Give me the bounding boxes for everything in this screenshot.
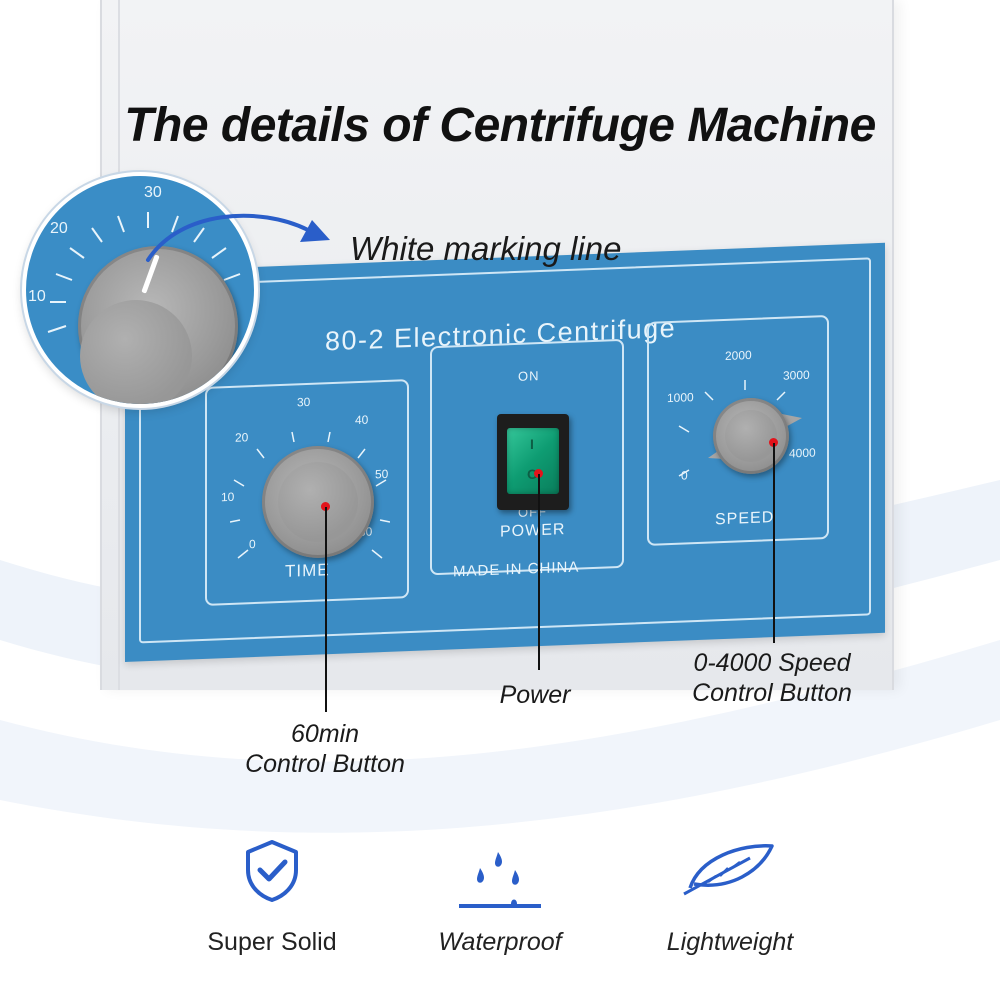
time-dial-ticks [230, 431, 390, 559]
time-callout: 60min Control Button [245, 720, 405, 778]
time-control-knob[interactable] [262, 446, 374, 558]
power-leader-line [538, 474, 540, 670]
power-switch-rocker[interactable]: I O [507, 428, 559, 494]
speed-dial-ticks [678, 380, 786, 477]
zoom-tick-label: 10 [28, 288, 46, 305]
feature-label: Lightweight [666, 928, 794, 956]
water-drops-icon [459, 852, 541, 908]
curved-arrow-icon [146, 213, 330, 262]
time-marker-dot [321, 502, 330, 511]
switch-off-glyph: O [527, 466, 538, 482]
feather-icon [683, 844, 774, 896]
zoom-dial-ticks [47, 212, 241, 333]
zoom-knob-face [80, 300, 192, 404]
time-knob-face [278, 462, 358, 542]
speed-label: SPEED [715, 509, 775, 529]
speed-control-knob[interactable] [713, 398, 789, 474]
time-leader-line [325, 507, 327, 712]
feature-label: Super Solid [207, 928, 337, 956]
speed-marker-dot [769, 438, 778, 447]
power-switch[interactable]: I O [497, 414, 569, 510]
switch-on-glyph: I [530, 436, 534, 452]
time-tick: 30 [297, 394, 311, 410]
shield-check-icon [246, 840, 298, 902]
speed-leader-line [773, 443, 775, 643]
power-on-label: ON [518, 368, 540, 384]
zoom-knob [78, 246, 238, 404]
speed-knob-face [725, 410, 777, 462]
zoom-tick-label: 30 [144, 184, 162, 201]
zoom-tick-label: 0 [28, 350, 37, 367]
speed-callout: 0-4000 Speed Control Button [692, 649, 852, 707]
page-title: The details of Centrifuge Machine [124, 99, 876, 152]
white-marking-line-label: White marking line [350, 230, 622, 267]
speed-tick: 2000 [725, 347, 752, 363]
zoom-detail-circle: 30 20 10 0 [22, 172, 258, 408]
power-callout: Power [499, 681, 571, 709]
power-label: POWER [500, 521, 566, 541]
zoom-tick-label: 20 [50, 220, 68, 237]
power-marker-dot [534, 469, 543, 478]
feature-label: Waterproof [438, 928, 562, 956]
